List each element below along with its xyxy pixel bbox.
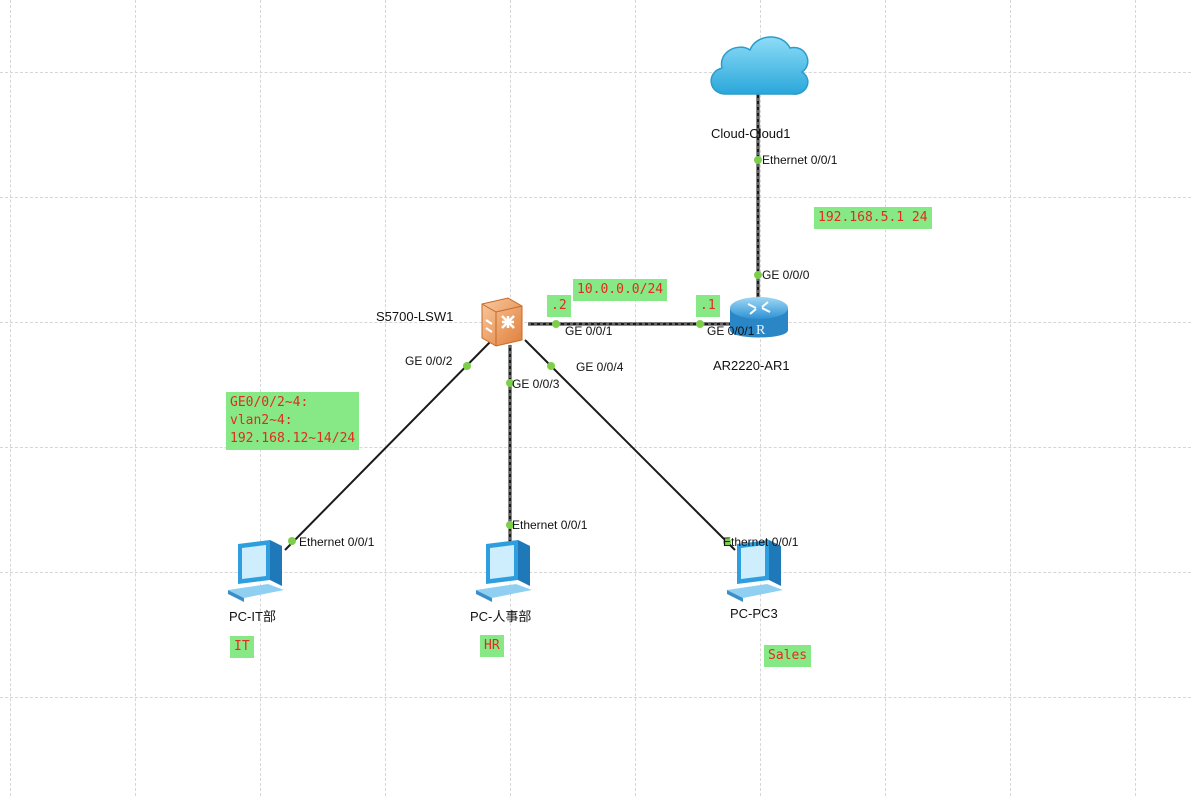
link-subnet-note[interactable]: 10.0.0.0/24 <box>573 279 668 301</box>
port-label: GE 0/0/2 <box>405 354 453 368</box>
pc-3-device[interactable] <box>723 540 787 607</box>
port-label: Ethernet 0/0/1 <box>723 535 799 549</box>
grid-line <box>0 572 1191 573</box>
router-icon: R <box>730 297 788 338</box>
port-dot <box>552 320 560 328</box>
port-label: GE 0/0/4 <box>576 360 624 374</box>
switch-label: S5700-LSW1 <box>376 309 454 324</box>
svg-text:R: R <box>756 323 766 338</box>
pc-icon <box>727 540 783 602</box>
cloud-label: Cloud-Cloud1 <box>711 126 791 141</box>
wan-ip-note[interactable]: 192.168.5.1 24 <box>814 207 932 229</box>
port-dot <box>506 521 514 529</box>
grid-line <box>135 0 136 796</box>
switch-icon <box>481 297 523 347</box>
port-dot <box>463 362 471 370</box>
grid-line <box>885 0 886 796</box>
link-switch-pc3[interactable] <box>524 339 736 551</box>
pc-hr-device[interactable] <box>472 540 536 607</box>
grid-line <box>0 697 1191 698</box>
grid-line <box>1135 0 1136 796</box>
sales-tag-note[interactable]: Sales <box>764 645 812 667</box>
port-label: Ethernet 0/0/1 <box>512 518 588 532</box>
pc-it-label: PC-IT部 <box>229 609 276 624</box>
port-dot <box>723 538 731 546</box>
router-host-note[interactable]: .1 <box>696 295 720 317</box>
grid-line <box>760 0 761 796</box>
port-label: Ethernet 0/0/1 <box>762 153 838 167</box>
port-label: GE 0/0/1 <box>565 324 613 338</box>
grid-line <box>10 0 11 796</box>
router-device[interactable]: R <box>728 294 790 351</box>
it-tag-note[interactable]: IT <box>230 636 254 658</box>
grid-line <box>385 0 386 796</box>
pc-icon <box>476 540 532 602</box>
port-label: GE 0/0/0 <box>762 268 810 282</box>
cloud-device[interactable] <box>704 30 814 107</box>
pc-it-device[interactable] <box>224 540 288 607</box>
port-label: GE 0/0/1 <box>707 324 755 338</box>
port-dot <box>506 379 514 387</box>
switch-host-note[interactable]: .2 <box>547 295 571 317</box>
port-dot <box>696 320 704 328</box>
port-dot <box>754 271 762 279</box>
hr-tag-note[interactable]: HR <box>480 635 504 657</box>
grid-line <box>0 447 1191 448</box>
grid-line <box>0 197 1191 198</box>
cloud-icon <box>710 36 809 95</box>
router-label: AR2220-AR1 <box>713 358 790 373</box>
port-dot <box>288 537 296 545</box>
link-switch-pc-it[interactable] <box>284 339 493 551</box>
port-dot <box>547 362 555 370</box>
port-label: Ethernet 0/0/1 <box>299 535 375 549</box>
grid-line <box>0 72 1191 73</box>
pc-icon <box>228 540 284 602</box>
port-dot <box>754 156 762 164</box>
pc-hr-label: PC-人事部 <box>470 609 532 624</box>
pc-3-label: PC-PC3 <box>730 606 778 621</box>
grid-line <box>635 0 636 796</box>
switch-device[interactable] <box>478 296 526 353</box>
vlan-info-note[interactable]: GE0/0/2~4: vlan2~4: 192.168.12~14/24 <box>226 392 360 450</box>
port-label: GE 0/0/3 <box>512 377 560 391</box>
grid-line <box>1010 0 1011 796</box>
